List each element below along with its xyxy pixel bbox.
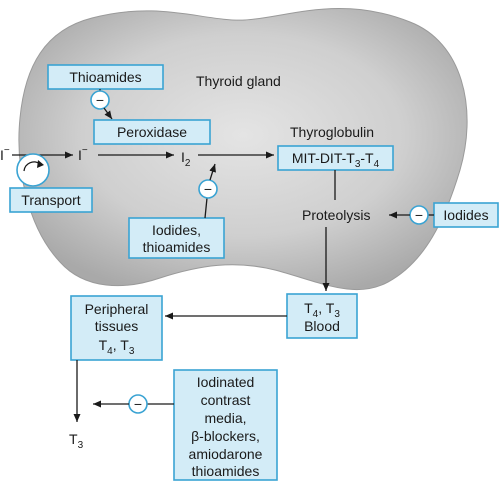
blood-box xyxy=(286,293,358,339)
tissues-label: tissues xyxy=(95,318,139,334)
intracellular-iodide-label: I− xyxy=(78,145,88,163)
iodides-label: Iodides xyxy=(443,207,488,223)
transport-box xyxy=(9,187,93,213)
external-iodide-label: I− xyxy=(0,145,10,163)
peroxidase-label: Peroxidase xyxy=(117,124,187,140)
thioamides-label: Thioamides xyxy=(69,69,141,85)
proteolysis-label: Proteolysis xyxy=(302,207,370,223)
mit-dit-label: MIT-DIT-T3-T4 xyxy=(292,150,380,170)
contrast-line4: β-blockers, xyxy=(191,428,260,444)
thioamides-box xyxy=(47,64,164,90)
peripheral-hormones-label: T4, T3 xyxy=(99,337,135,357)
mit-dit-box xyxy=(277,145,394,171)
blood-label: Blood xyxy=(304,318,340,334)
t3-final-label: T3 xyxy=(69,431,84,451)
iodination-inhibition-symbol xyxy=(198,179,218,199)
contrast-line1: Iodinated xyxy=(197,374,255,390)
iodine-label: I2 xyxy=(181,149,191,169)
iodides-thioamides-line1: Iodides, xyxy=(152,222,201,238)
inhibit-minus-icon: − xyxy=(415,207,423,223)
contrast-line6: thioamides xyxy=(192,463,260,479)
inhibit-minus-icon: − xyxy=(134,396,142,412)
peroxidase-inhibition-symbol xyxy=(90,90,110,110)
iodides-thioamides-line2: thioamides xyxy=(143,239,211,255)
contrast-line2: contrast xyxy=(201,392,251,408)
blood-hormones-label: T4, T3 xyxy=(304,300,340,320)
peroxidase-box xyxy=(93,119,211,145)
peripheral-label: Peripheral xyxy=(85,301,149,317)
thyroid-gland-label: Thyroid gland xyxy=(196,73,281,89)
contrast-line3: media, xyxy=(204,410,246,426)
inhibit-minus-icon: − xyxy=(96,92,104,108)
iodides-thioamides-box xyxy=(128,217,225,259)
contrast-line5: amiodarone xyxy=(189,446,263,462)
inhibit-minus-icon: − xyxy=(204,181,212,197)
transport-pump-icon xyxy=(16,153,50,187)
thyroglobulin-label: Thyroglobulin xyxy=(290,124,374,140)
contrast-media-box xyxy=(173,369,278,481)
transport-label: Transport xyxy=(21,192,81,208)
peripheral-tissues-box xyxy=(70,295,163,361)
